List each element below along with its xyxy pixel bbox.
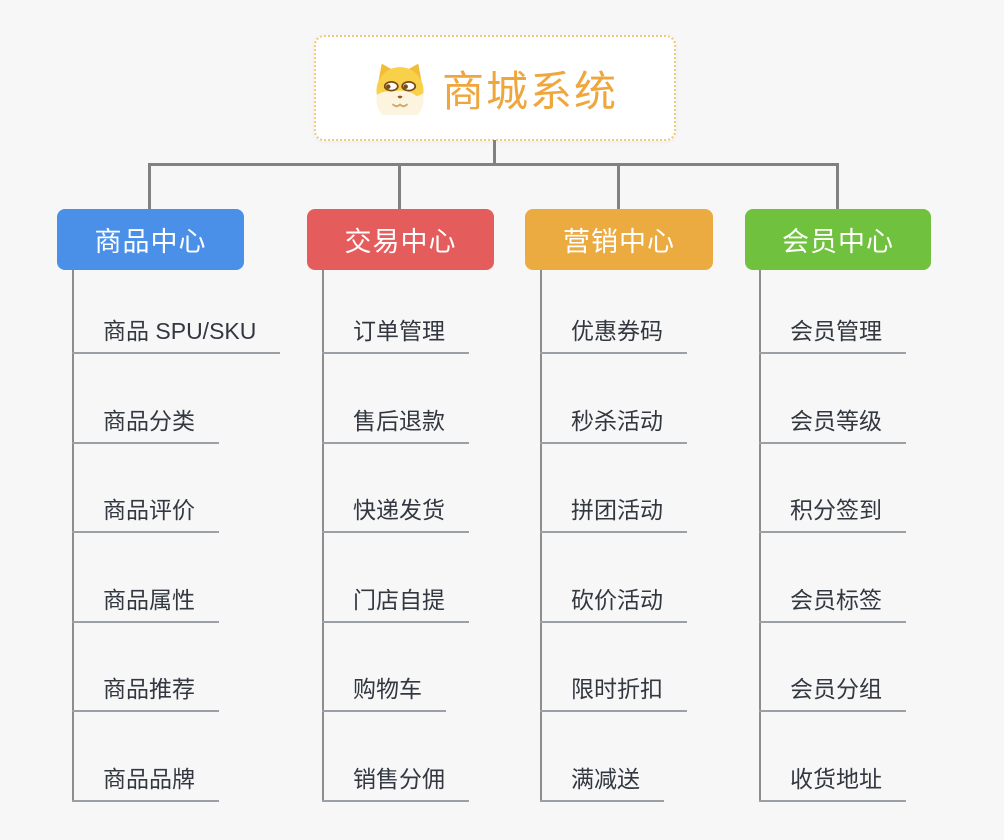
child-node[interactable]: 商品推荐: [72, 675, 219, 712]
child-node[interactable]: 拼团活动: [540, 496, 687, 533]
dog-face-icon: [376, 63, 424, 115]
child-node[interactable]: 门店自提: [322, 586, 469, 623]
child-node[interactable]: 售后退款: [322, 407, 469, 444]
child-node[interactable]: 满减送: [540, 765, 664, 802]
branch-node-members[interactable]: 会员中心: [745, 209, 931, 270]
child-node[interactable]: 销售分佣: [322, 765, 469, 802]
branch-node-marketing[interactable]: 营销中心: [525, 209, 713, 270]
branch-node-products[interactable]: 商品中心: [57, 209, 244, 270]
child-node[interactable]: 优惠券码: [540, 317, 687, 354]
connector-drop-marketing: [617, 163, 620, 210]
child-node[interactable]: 商品评价: [72, 496, 219, 533]
column-trunk-line: [72, 270, 74, 802]
child-node[interactable]: 订单管理: [322, 317, 469, 354]
child-node[interactable]: 限时折扣: [540, 675, 687, 712]
child-node[interactable]: 会员等级: [759, 407, 906, 444]
child-node[interactable]: 秒杀活动: [540, 407, 687, 444]
child-node[interactable]: 商品分类: [72, 407, 219, 444]
child-node[interactable]: 会员管理: [759, 317, 906, 354]
column-trunk-line: [322, 270, 324, 802]
column-trunk-line: [759, 270, 761, 802]
child-node[interactable]: 会员标签: [759, 586, 906, 623]
root-node[interactable]: 商城系统: [314, 35, 676, 141]
connector-drop-trade: [398, 163, 401, 210]
connector-drop-members: [836, 163, 839, 210]
branch-node-trade[interactable]: 交易中心: [307, 209, 494, 270]
connector-horizontal: [148, 163, 839, 166]
child-node[interactable]: 商品 SPU/SKU: [72, 317, 281, 354]
root-title: 商城系统: [441, 67, 618, 115]
child-node[interactable]: 商品属性: [72, 586, 219, 623]
child-node[interactable]: 收货地址: [759, 765, 906, 802]
child-node[interactable]: 商品品牌: [72, 765, 219, 802]
column-trunk-line: [540, 270, 542, 802]
child-node[interactable]: 会员分组: [759, 675, 906, 712]
connector-root-trunk: [493, 140, 496, 164]
child-node[interactable]: 购物车: [322, 675, 446, 712]
connector-drop-products: [148, 163, 151, 210]
child-node[interactable]: 快递发货: [322, 496, 469, 533]
child-node[interactable]: 砍价活动: [540, 586, 687, 623]
child-node[interactable]: 积分签到: [759, 496, 906, 533]
